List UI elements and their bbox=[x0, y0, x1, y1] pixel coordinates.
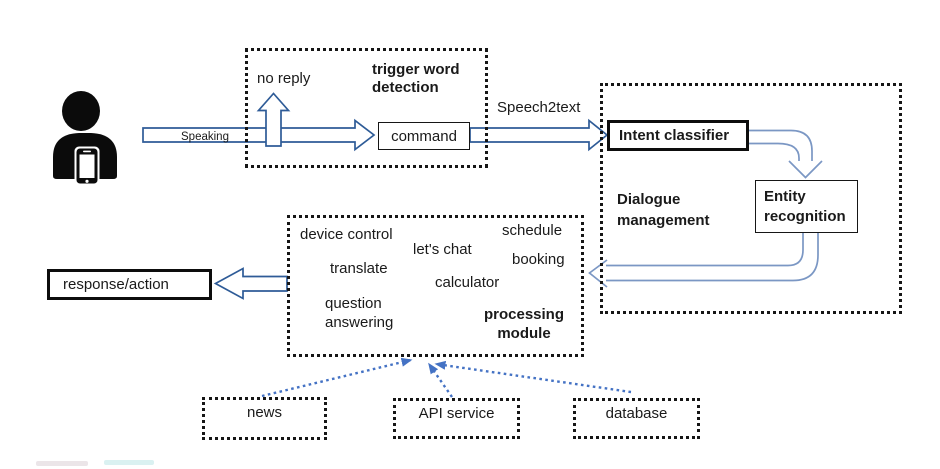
speech2text-label: Speech2text bbox=[497, 99, 581, 116]
no-reply-arrow bbox=[256, 92, 291, 147]
trigger-word-detection-box bbox=[245, 48, 488, 168]
item-translate: translate bbox=[330, 260, 388, 277]
item-schedule: schedule bbox=[502, 222, 563, 239]
processing-module-label: processing module bbox=[483, 306, 565, 342]
command-box: command bbox=[378, 122, 470, 150]
news-to-processing-arrow bbox=[261, 357, 413, 398]
database-label: database bbox=[605, 405, 668, 422]
trigger-word-detection-label: trigger word detection bbox=[372, 61, 460, 96]
response-action-label: response/action bbox=[63, 276, 169, 293]
user-head bbox=[62, 91, 100, 131]
intent-classifier-label: Intent classifier bbox=[619, 127, 730, 144]
item-calculator: calculator bbox=[435, 274, 500, 291]
database-box bbox=[573, 398, 700, 439]
entity-recognition-box: Entity recognition bbox=[755, 180, 858, 233]
phone-icon bbox=[74, 146, 100, 186]
item-lets-chat: let's chat bbox=[413, 241, 472, 258]
intent-classifier-box: Intent classifier bbox=[607, 120, 749, 151]
news-box bbox=[202, 397, 327, 440]
dialogue-management-label: Dialogue management bbox=[617, 191, 710, 229]
response-arrow bbox=[213, 267, 288, 300]
database-to-processing-arrow bbox=[434, 360, 632, 394]
api-service-box bbox=[393, 398, 520, 439]
news-label: news bbox=[246, 404, 283, 421]
cropped-caption-fragment bbox=[104, 460, 154, 465]
processing-module-box bbox=[287, 215, 584, 357]
item-device-control: device control bbox=[300, 226, 393, 243]
command-label: command bbox=[391, 127, 457, 145]
user-icon bbox=[53, 91, 117, 186]
item-question-answering: question answering bbox=[325, 295, 394, 331]
api-service-label: API service bbox=[418, 405, 495, 422]
no-reply-label: no reply bbox=[257, 70, 311, 87]
cropped-caption-fragment bbox=[36, 461, 88, 466]
speech2text-arrow bbox=[469, 118, 609, 152]
dialogue-management-box bbox=[600, 83, 902, 314]
speaking-label: Speaking bbox=[181, 131, 229, 143]
api-to-processing-arrow bbox=[428, 362, 453, 398]
item-booking: booking bbox=[512, 251, 565, 268]
entity-recognition-label: Entity recognition bbox=[764, 187, 846, 225]
response-action-box: response/action bbox=[47, 269, 212, 300]
intent-to-entity-arrow bbox=[749, 129, 823, 179]
speaking-arrow bbox=[142, 118, 376, 152]
